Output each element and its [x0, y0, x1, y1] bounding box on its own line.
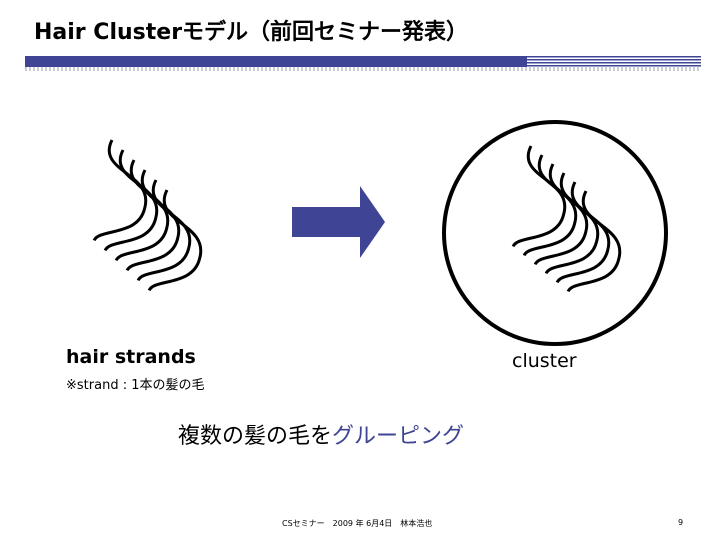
- strand-note: ※strand : 1本の髪の毛: [66, 378, 205, 393]
- right-arrow-icon: [292, 186, 385, 258]
- slide-title: Hair Clusterモデル（前回セミナー発表）: [34, 20, 469, 45]
- hair-strands-label: hair strands: [66, 346, 196, 368]
- hair-strands-icon: [64, 134, 211, 292]
- caption-accent-text: グルーピング: [332, 424, 465, 449]
- slide-footer: CSセミナー 2009 年 6月4日 林本浩也: [282, 519, 433, 528]
- title-underline-bar: [25, 56, 701, 67]
- hair-cluster-icon: [442, 120, 668, 346]
- caption-main-text: 複数の髪の毛を: [178, 424, 333, 449]
- slide-caption: 複数の髪の毛をグルーピング: [178, 418, 464, 450]
- title-underline-stripes: [527, 56, 701, 67]
- page-number: 9: [678, 518, 684, 527]
- cluster-label: cluster: [512, 350, 577, 372]
- title-underline-shadow: [25, 67, 701, 71]
